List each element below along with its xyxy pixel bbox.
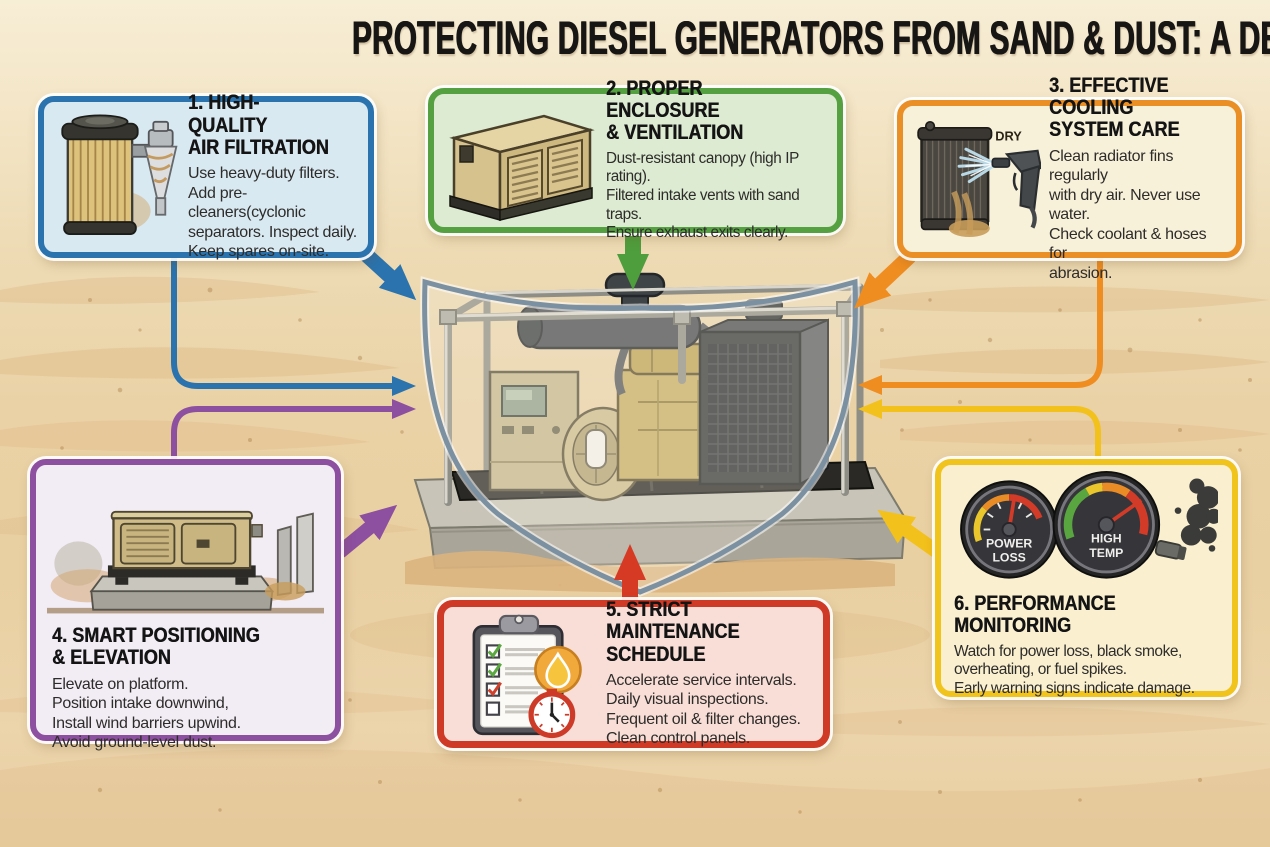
card-heading: 4. SMART POSITIONING & ELEVATION (52, 624, 260, 670)
gauge-label-high: HIGH (1091, 532, 1122, 546)
card-heading: 3. EFFECTIVE COOLING SYSTEM CARE (1049, 73, 1180, 142)
gauge-label-power: POWER (986, 536, 1032, 550)
card-body: Elevate on platform. Position intake dow… (52, 675, 241, 752)
dry-label: DRY (995, 129, 1022, 144)
card-body: Watch for power loss, black smoke, overh… (954, 642, 1195, 698)
black-smoke-exhaust (1154, 478, 1218, 560)
control-cabinet (488, 370, 580, 492)
checklist-oil-clock-icon (472, 614, 582, 739)
card-maintenance-schedule: 5. STRICT MAINTENANCE SCHEDULE Accelerat… (437, 598, 830, 748)
gauge-label-temp: TEMP (1089, 546, 1123, 560)
cage-front-frame (439, 283, 862, 506)
arrow-positioning-diagonal (335, 504, 398, 558)
card-enclosure-ventilation: 2. PROPER ENCLOSURE & VENTILATION Dust-r… (428, 77, 843, 241)
card-body: Use heavy-duty filters. Add pre-cleaners… (188, 165, 357, 261)
card-cooling-system: DRY 3. EFFECTIVE COOLING SYSTEM CARE Cle… (897, 74, 1242, 282)
elevated-generator-windbreak-icon (47, 510, 324, 614)
page-title-text: PROTECTING DIESEL GENERATORS FROM SAND &… (352, 11, 1270, 64)
card-body: Clean radiator fins regularly with dry a… (1049, 147, 1207, 282)
arrow-monitoring-diagonal (877, 509, 941, 557)
card-air-filtration: 1. HIGH-QUALITY AIR FILTRATION Use heavy… (38, 92, 374, 260)
card-body: Accelerate service intervals. Daily visu… (606, 671, 801, 748)
high-temp-gauge: HIGH TEMP (1052, 471, 1161, 579)
card-heading: 1. HIGH-QUALITY AIR FILTRATION (188, 91, 329, 159)
sand-drift (405, 550, 895, 593)
arrow-monitoring-elbow (858, 399, 1101, 461)
gauges-smoke-icon: POWER LOSS HIGH TEMP (960, 471, 1218, 579)
card-body: Dust-resistant canopy (high IP rating). … (606, 149, 800, 242)
power-loss-gauge: POWER LOSS (960, 480, 1059, 579)
arrow-filtration-elbow (171, 256, 416, 396)
shield-outline (420, 276, 860, 597)
card-smart-positioning: 4. SMART POSITIONING & ELEVATION Elevate… (30, 459, 341, 751)
card-performance-monitoring: POWER LOSS HIGH TEMP (935, 459, 1238, 697)
card-heading: 6. PERFORMANCE MONITORING (954, 592, 1116, 638)
page-title: PROTECTING DIESEL GENERATORS FROM SAND &… (0, 10, 1270, 65)
radiator-air-gun-icon: DRY (917, 120, 1041, 238)
gauge-label-loss: LOSS (992, 551, 1025, 565)
arrow-cooling-diagonal (854, 250, 916, 309)
arrow-positioning-elbow (171, 399, 416, 461)
air-filter-cyclone-icon (61, 114, 178, 235)
card-heading: 2. PROPER ENCLOSURE & VENTILATION (606, 76, 744, 145)
generator-enclosure-icon (449, 114, 595, 221)
radiator-grille (698, 299, 829, 486)
card-heading: 5. STRICT MAINTENANCE SCHEDULE (606, 598, 740, 666)
arrow-cooling-elbow (858, 256, 1103, 395)
